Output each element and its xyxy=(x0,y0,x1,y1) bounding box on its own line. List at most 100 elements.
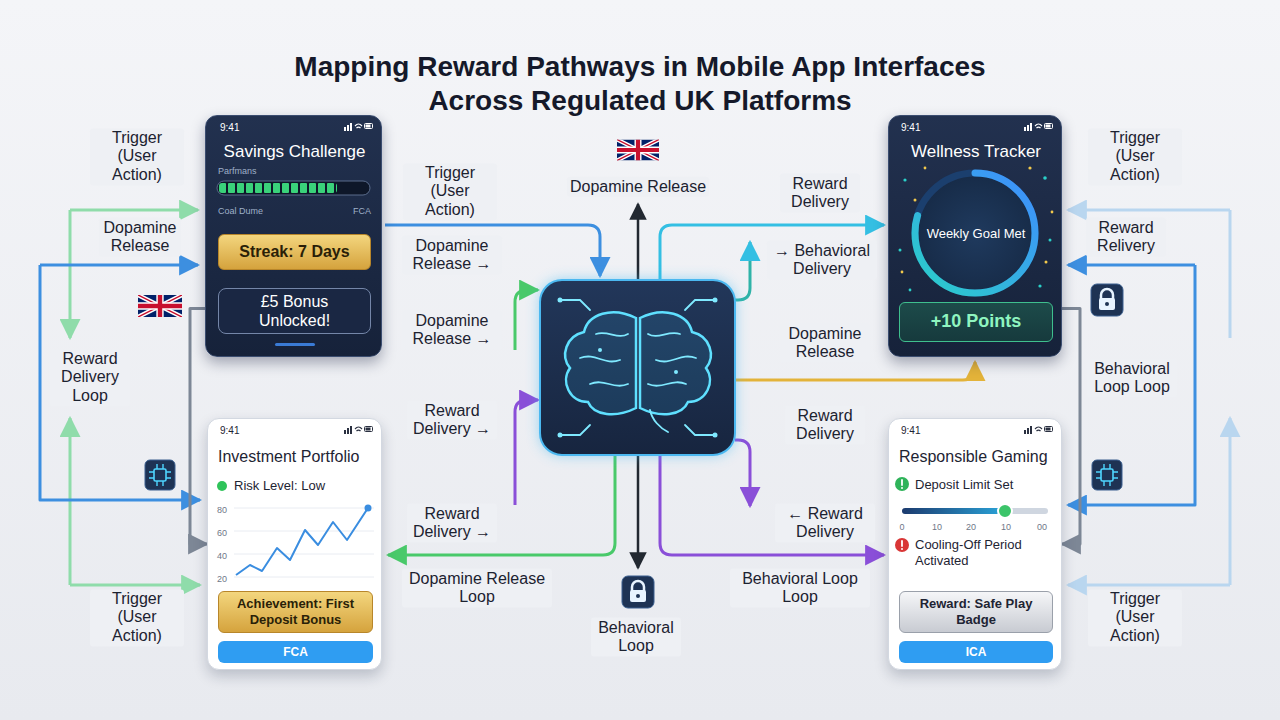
flow-label: Reward Delivery xyxy=(785,406,865,445)
badge-text: FCA xyxy=(283,645,308,659)
outer-loop-lines xyxy=(1229,210,1232,338)
axis-tick: 60 xyxy=(214,527,230,539)
achievement-badge: Achievement: First Deposit Bonus xyxy=(218,591,373,633)
wellness-goal-ring xyxy=(899,166,1054,293)
wellness-goal-ring xyxy=(899,176,1052,291)
card-text: Wellness Tracker xyxy=(889,142,1063,162)
flow-label: → Behavioral Delivery xyxy=(767,241,877,280)
flow-label: Reward Relivery xyxy=(1086,218,1166,257)
card-text: FCA xyxy=(316,206,371,217)
portfolio-chart xyxy=(236,508,368,575)
wellness-goal-ring xyxy=(909,289,912,292)
text-slot: 9:41 xyxy=(220,425,260,437)
text-slot: 9:41 xyxy=(220,122,260,134)
axis-tick-slot: 20 xyxy=(210,568,234,586)
text-slot: FCA xyxy=(283,645,308,659)
lock-icons xyxy=(622,576,654,608)
axis-tick-slot: 0 xyxy=(890,516,914,534)
brain-hub xyxy=(540,280,735,455)
wellness-goal-ring xyxy=(1045,261,1048,264)
reward-badge: Reward: Safe Play Badge xyxy=(899,591,1053,633)
flow-label-slot: Dopamine Release → xyxy=(402,236,502,275)
flow-label-slot: Behavioral Loop xyxy=(591,618,681,657)
flow-label-slot: Reward Delivery → xyxy=(407,504,497,543)
axis-tick: 0 xyxy=(896,521,907,533)
card-text: Savings Challenge xyxy=(206,142,383,162)
phone-card: 9:41Responsible GamingDeposit Limit SetC… xyxy=(888,418,1062,670)
flow-label-slot: Reward Delivery → xyxy=(407,401,497,440)
wellness-goal-ring xyxy=(901,271,904,274)
text-slot: £5 Bonus Unlocked! xyxy=(227,292,362,330)
text-slot: Wellness Tracker xyxy=(889,142,1063,162)
brain-hub xyxy=(650,410,668,432)
badge-text: ICA xyxy=(966,645,987,659)
outer-loop-lines xyxy=(1068,584,1230,587)
flow-label-slot: Dopamine Release xyxy=(553,177,723,197)
brain-hub xyxy=(540,280,735,455)
badge-text: Weekly Goal Met xyxy=(927,226,1026,242)
flow-label: Dopamine Release xyxy=(780,324,870,363)
points-badge: +10 Points xyxy=(899,302,1053,342)
flow-label: Trigger (User Action) xyxy=(403,163,497,220)
flow-label-slot: Reward Delivery xyxy=(780,174,860,213)
card-text: 9:41 xyxy=(901,425,941,437)
text-slot: Responsible Gaming xyxy=(899,447,1057,466)
axis-tick-slot: 80 xyxy=(210,499,234,517)
brain-hub xyxy=(590,382,628,385)
wellness-goal-ring xyxy=(915,173,1035,293)
status-bar-icons xyxy=(1024,426,1053,434)
card-text: Cooling-Off Period Activated xyxy=(915,537,1055,568)
flow-label-slot: Trigger (User Action) xyxy=(1088,589,1182,646)
text-slot: 9:41 xyxy=(901,425,941,437)
bonus-button: £5 Bonus Unlocked! xyxy=(218,288,371,334)
wellness-goal-ring xyxy=(1049,239,1052,242)
text-slot: +10 Points xyxy=(931,311,1022,333)
text-slot: Parfmans xyxy=(218,166,318,177)
lock-icons xyxy=(1091,284,1123,316)
status-bar-icons xyxy=(1024,123,1053,131)
brain-hub xyxy=(596,333,628,336)
savings-progress-bar xyxy=(275,343,315,346)
text-slot: Reward: Safe Play Badge xyxy=(908,596,1044,627)
flow-label-slot: Dopamine Release Loop xyxy=(402,569,552,608)
gaming-controls xyxy=(901,487,903,489)
flow-label: Dopamine Release → xyxy=(402,236,502,275)
hub-flow-lines xyxy=(515,290,538,350)
outer-loop-lines xyxy=(1068,264,1195,267)
outer-loop-lines xyxy=(1229,418,1232,585)
brain-hub xyxy=(674,370,678,374)
flow-label: Dopamine Release xyxy=(99,218,181,257)
regulator-button: FCA xyxy=(218,641,373,663)
card-text: Parfmans xyxy=(218,166,318,177)
hub-flow-lines xyxy=(735,440,750,506)
status-bar-icons xyxy=(344,123,373,131)
brain-hub xyxy=(713,298,718,303)
flow-label: Behavioral Loop Loop xyxy=(1087,359,1177,398)
flow-label: Trigger (User Action) xyxy=(1088,589,1182,646)
card-text: 9:41 xyxy=(901,122,941,134)
axis-tick-slot: 40 xyxy=(210,545,234,563)
flow-label-slot: Dopamine Release xyxy=(99,218,181,257)
gaming-controls xyxy=(998,504,1012,518)
axis-tick-slot: 60 xyxy=(210,522,234,540)
brain-hub xyxy=(640,312,711,414)
outer-loop-lines xyxy=(70,209,198,212)
savings-progress-bar xyxy=(217,181,370,346)
badge-text: Reward: Safe Play Badge xyxy=(908,596,1044,627)
brain-hub xyxy=(648,333,680,336)
axis-tick: 10 xyxy=(998,521,1014,533)
regulator-button: ICA xyxy=(899,641,1053,663)
streak-badge: Streak: 7 Days xyxy=(218,234,371,270)
savings-progress-bar xyxy=(219,183,337,193)
status-bar-icons xyxy=(344,426,373,434)
flow-label: Dopamine Release xyxy=(567,177,709,197)
text-slot: ICA xyxy=(966,645,987,659)
axis-tick: 20 xyxy=(963,521,979,533)
outer-loop-lines xyxy=(40,264,198,267)
hub-flow-lines xyxy=(660,225,884,280)
title-slot: Mapping Reward Pathways in Mobile App In… xyxy=(0,50,1280,117)
status-bar-icons xyxy=(344,123,1053,434)
flow-label: Reward Delivery xyxy=(780,174,860,213)
flow-label: Behavioral Loop xyxy=(591,618,681,657)
text-slot: Deposit Limit Set xyxy=(915,477,1055,493)
